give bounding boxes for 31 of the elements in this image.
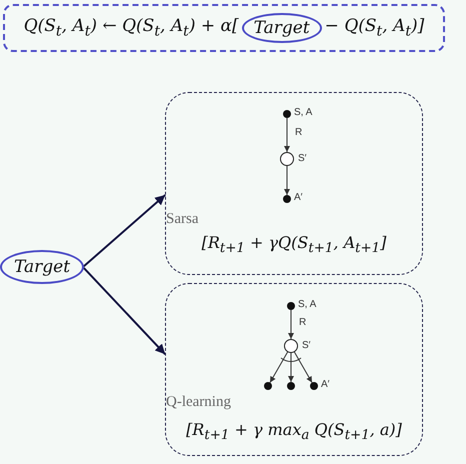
- edge-label: R: [295, 126, 302, 138]
- method-name: Sarsa: [166, 211, 198, 228]
- dashed-formula-box: [3, 4, 445, 52]
- target-formula: [R$_{t+1}$ + γ max$_{a}$ Q(S$_{t+1}$, a)]: [186, 420, 402, 444]
- node-label: S′: [298, 153, 307, 164]
- node-label: A′: [321, 379, 330, 390]
- dashed-method-box: [165, 92, 423, 275]
- node-label: A′: [294, 192, 303, 203]
- arrow: [270, 352, 288, 384]
- arrow: [288, 352, 294, 382]
- target-formula: [R$_{t+1}$ + γQ(S$_{t+1}$, A$_{t+1}$]: [202, 233, 386, 256]
- target-text: Target: [254, 18, 310, 38]
- edge-label: R: [299, 316, 306, 328]
- filled-dot: [287, 382, 295, 390]
- target-text: Target: [14, 257, 70, 277]
- node-label: S, A: [294, 107, 312, 118]
- arrow: [284, 117, 290, 152]
- arrow: [288, 310, 294, 340]
- formula-text: − Q(S$_{t}$, A$_{t}$)]: [324, 16, 424, 40]
- filled-dot: [264, 382, 272, 390]
- dashed-method-box: [165, 283, 423, 456]
- arrow: [294, 352, 312, 384]
- formula-text: Q(S$_{t}$, A$_{t}$) ← Q(S$_{t}$, A$_{t}$) + α[: [24, 16, 239, 40]
- arrow: [83, 194, 166, 268]
- target-ellipse: [0, 250, 84, 284]
- node-label: S, A: [298, 299, 316, 310]
- arrow: [284, 166, 290, 196]
- arrow: [82, 267, 166, 355]
- target-ellipse: [242, 13, 322, 43]
- method-name: Q-learning: [166, 394, 231, 411]
- node-label: S′: [302, 340, 311, 351]
